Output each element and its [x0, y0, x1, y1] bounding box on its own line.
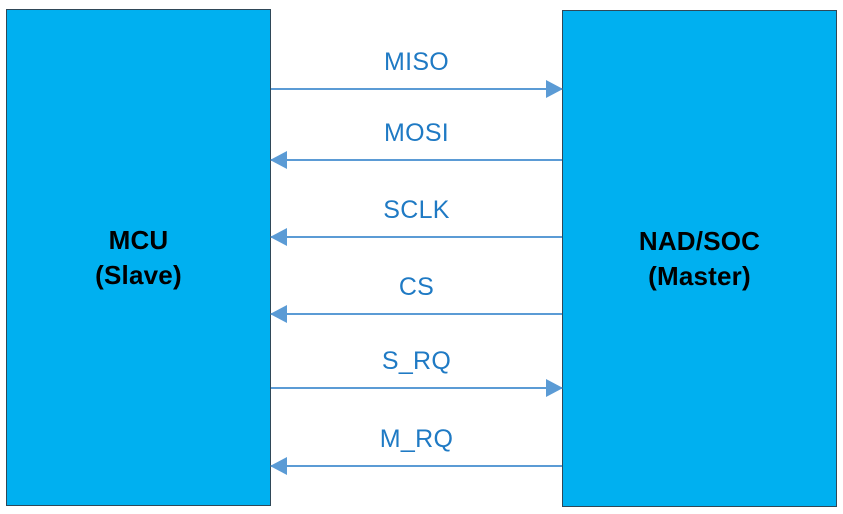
- node-mcu-subtitle: (Slave): [95, 259, 182, 290]
- signal-sclk-label: SCLK: [383, 196, 450, 224]
- arrow-left-icon: [270, 457, 287, 475]
- node-mcu[interactable]: MCU (Slave): [6, 9, 271, 506]
- signal-cs-label: CS: [398, 273, 435, 301]
- signal-cs-line: [271, 313, 562, 315]
- node-nad-soc[interactable]: NAD/SOC (Master): [562, 10, 837, 507]
- arrow-left-icon: [270, 228, 287, 246]
- signal-s-rq-label: S_RQ: [381, 347, 452, 375]
- arrow-left-icon: [270, 151, 287, 169]
- node-nad-soc-subtitle: (Master): [648, 260, 751, 291]
- node-mcu-title: MCU: [108, 225, 169, 256]
- node-nad-soc-title: NAD/SOC: [638, 226, 761, 257]
- signal-miso-line: [271, 88, 562, 90]
- arrow-right-icon: [546, 379, 563, 397]
- signal-mosi-label: MOSI: [383, 119, 450, 147]
- signal-miso-label: MISO: [383, 48, 450, 76]
- signal-m-rq-label: M_RQ: [379, 425, 454, 453]
- signal-mosi-line: [271, 159, 562, 161]
- arrow-left-icon: [270, 305, 287, 323]
- signal-m-rq-line: [271, 465, 562, 467]
- arrow-right-icon: [546, 80, 563, 98]
- signal-sclk-line: [271, 236, 562, 238]
- signal-s-rq-line: [271, 387, 562, 389]
